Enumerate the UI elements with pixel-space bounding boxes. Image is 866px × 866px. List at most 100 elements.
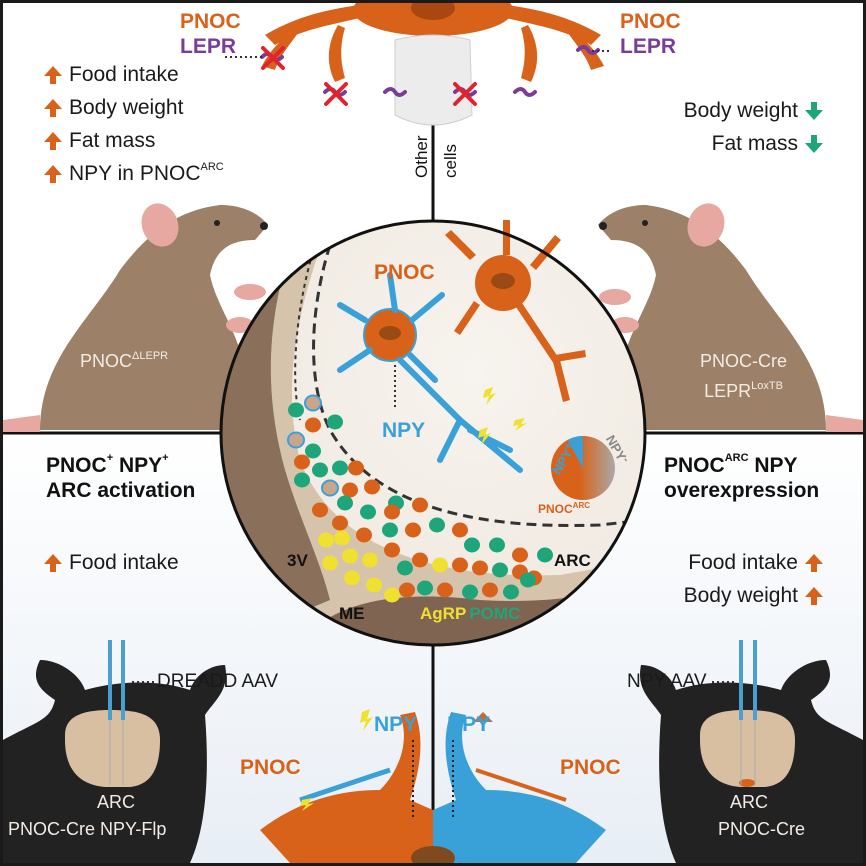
increase-arrow-icon xyxy=(44,164,62,183)
agrp-cell xyxy=(342,548,358,564)
pomc-cell xyxy=(305,443,321,459)
pie-caption: PNOCARC xyxy=(538,502,590,516)
bottom-right-title: PNOCARC NPY overexpression xyxy=(664,452,819,503)
pnoc-cell xyxy=(412,497,428,513)
region-me-label: ME xyxy=(339,604,365,623)
pnoc-cell xyxy=(356,527,372,543)
effect-label: Body weight xyxy=(69,96,184,119)
circle-pnoc-npy-neuron xyxy=(337,272,523,473)
pomc-cell xyxy=(429,517,445,533)
effect-label: Food intake xyxy=(69,63,179,86)
top-left-lepr-label: LEPR xyxy=(180,35,237,58)
effect-text: Body weight xyxy=(684,585,798,606)
effect-text: Food intake xyxy=(69,552,179,573)
agrp-cell xyxy=(432,557,448,573)
increase-arrow-icon xyxy=(44,98,62,117)
effect-label: NPY in PNOC xyxy=(69,162,201,185)
mouse-genotype-line1: PNOC-Cre xyxy=(700,351,788,371)
pomc-label: POMC xyxy=(469,604,521,623)
pomc-cell xyxy=(464,537,480,553)
effect-text: Food intake xyxy=(688,552,798,573)
lepr-text: LEPR xyxy=(704,381,752,401)
pomc-cell xyxy=(537,547,553,563)
bottom-left-title-line2: ARC activation xyxy=(46,479,196,503)
effect-item: Body weight xyxy=(684,585,824,606)
bottom-right-mouse-label: PNOC-Cre xyxy=(718,819,806,839)
circle-pnoc-neuron-large xyxy=(445,220,586,402)
other-cells-label-right: cells xyxy=(441,143,460,178)
pomc-cell xyxy=(492,562,508,578)
pnoc-cell xyxy=(312,502,328,518)
syringes-left xyxy=(108,640,125,720)
mouse-pnoc-cre-leprloxtb xyxy=(598,203,863,432)
title-npy-sup: + xyxy=(162,452,169,464)
pomc-cell xyxy=(382,522,398,538)
other-cells-label-left: Other xyxy=(412,135,431,178)
pnoc-cell xyxy=(332,515,348,531)
effect-label: Body weight xyxy=(683,584,798,607)
title-pnoc-sup: + xyxy=(106,452,114,464)
bottom-left-brain-label: ARC xyxy=(97,792,136,812)
brain-section-left xyxy=(65,710,160,787)
mouse-pnoc-cre-npy-flp xyxy=(3,640,226,863)
pnoc-npy-cell xyxy=(304,394,322,412)
effect-text: Food intake xyxy=(69,64,179,85)
agrp-cell xyxy=(362,552,378,568)
agrp-cell xyxy=(318,532,334,548)
bottom-right-brain-label: ARC xyxy=(730,792,769,812)
agrp-cell xyxy=(344,570,360,586)
top-right-mouse-label: PNOC-Cre LEPRLoxTB xyxy=(700,352,787,400)
effect-text: Body weight xyxy=(69,97,183,118)
effect-label: Food intake xyxy=(688,551,798,574)
region-3v-label: 3V xyxy=(287,551,308,570)
other-cells-shape xyxy=(394,34,473,126)
bottom-left-title: PNOC+ NPY+ ARC activation xyxy=(46,452,196,503)
circle-npy-label: NPY xyxy=(382,419,426,442)
top-right-pnoc-label: PNOC xyxy=(620,10,681,33)
effect-item: Fat mass xyxy=(712,133,824,154)
pomc-cell xyxy=(462,584,478,600)
pie-slice-npy-positive xyxy=(567,436,583,468)
effect-text: NPY in PNOCARC xyxy=(69,162,224,185)
top-right-lepr-label: LEPR xyxy=(620,35,677,58)
effect-item: Food intake xyxy=(688,552,824,573)
top-left-mouse-label: PNOCΔLEPR xyxy=(80,350,169,371)
mouse-pnoc-deltalepr xyxy=(3,203,268,432)
title-pnoc: PNOC xyxy=(664,454,725,477)
loxtb-sup: LoxTB xyxy=(751,380,783,392)
lightning-icons xyxy=(478,387,527,445)
pnoc-cell xyxy=(342,482,358,498)
top-left-pnoc-label: PNOC xyxy=(180,10,241,33)
pomc-cell xyxy=(397,560,413,576)
npy-pie-chart xyxy=(551,436,615,500)
arc-cell-dots xyxy=(287,394,553,603)
pomc-cell xyxy=(489,537,505,553)
effect-item: Body weight xyxy=(684,100,824,121)
effect-label: Fat mass xyxy=(69,129,156,152)
pnoc-cell xyxy=(384,504,400,520)
effect-label: Food intake xyxy=(69,551,179,574)
mouse-genotype: PNOC xyxy=(80,351,133,371)
bottom-right-title-line1: PNOCARC NPY xyxy=(664,452,819,478)
pomc-cell xyxy=(332,460,348,476)
pnoc-cell xyxy=(472,560,488,576)
mouse-genotype-line2: LEPRLoxTB xyxy=(700,380,787,401)
mouse-genotype-sup: ΔLEPR xyxy=(132,350,169,362)
pnoc-cell xyxy=(452,557,468,573)
effect-item: Body weight xyxy=(43,97,224,118)
increase-arrow-icon xyxy=(44,553,62,572)
effect-text: Fat mass xyxy=(69,130,155,151)
pomc-cell xyxy=(288,402,304,418)
knockout-x-marks xyxy=(261,46,477,106)
bottom-right-npy-label: NPY xyxy=(447,713,491,736)
bottom-left-pnoc-label: PNOC xyxy=(240,756,301,779)
pnoc-cell xyxy=(384,542,400,558)
pnoc-cell xyxy=(452,522,468,538)
title-pnoc: PNOC xyxy=(46,454,107,477)
